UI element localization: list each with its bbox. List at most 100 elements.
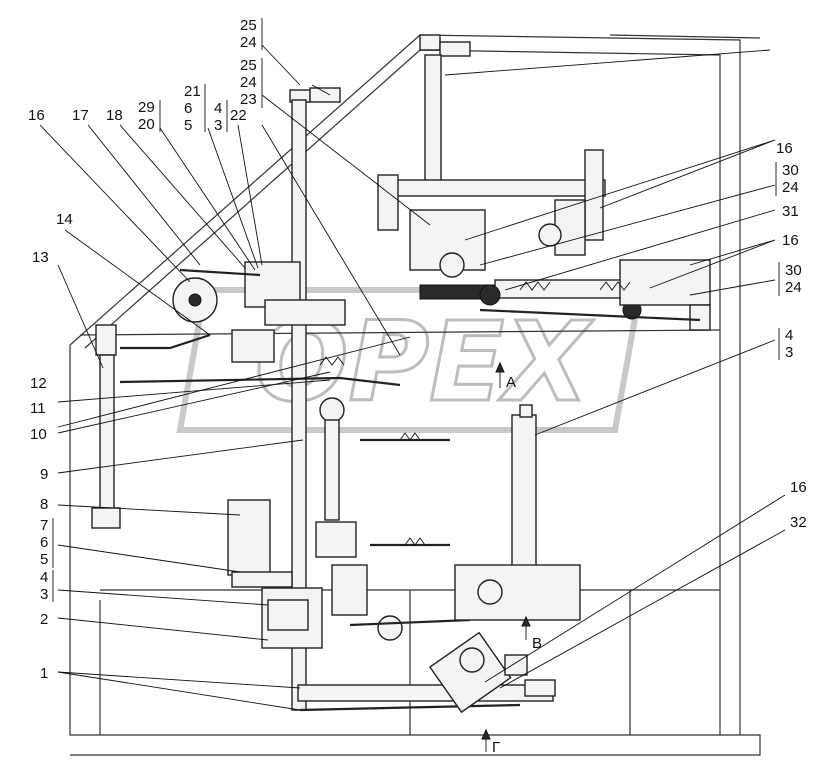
ball-knob-lower (377, 615, 403, 641)
left-beam-bracket (377, 174, 399, 231)
callout-5-upper: 5 (184, 117, 192, 134)
callout-12: 12 (30, 375, 47, 392)
rod-tail (339, 376, 401, 387)
leader-lines (39, 44, 786, 711)
callout-20: 20 (138, 116, 155, 133)
right-lower-mechanism (428, 404, 581, 714)
callout-6-upper: 6 (184, 100, 192, 117)
middle-column (315, 397, 450, 616)
lower-cross-beam (297, 684, 554, 702)
pedal-pad-lower (227, 499, 271, 576)
callouts: 1 2 4 3 7 6 5 8 9 10 11 12 13 14 16 17 1… (28, 17, 807, 682)
callout-24-mid: 24 (240, 74, 257, 91)
callout-9: 9 (40, 466, 48, 483)
callout-8: 8 (40, 496, 48, 513)
right-housing (454, 564, 581, 621)
callout-22: 22 (230, 107, 247, 124)
view-marker-a: A (506, 374, 516, 391)
spring-mid-3 (404, 537, 426, 546)
callout-18: 18 (106, 107, 123, 124)
callout-30-b: 30 (785, 262, 802, 279)
callout-31: 31 (782, 203, 799, 220)
spring-upper-2 (599, 281, 631, 291)
right-mount (689, 304, 711, 331)
left-upright (99, 354, 115, 516)
upper-cross-beam (379, 179, 606, 197)
ball-knob-tilted (459, 647, 485, 673)
right-shaft-cap (519, 404, 533, 418)
top-cap (419, 34, 441, 51)
callout-4: 4 (40, 569, 48, 586)
callout-32: 32 (790, 514, 807, 531)
callout-14: 14 (56, 211, 73, 228)
callout-3-upper: 3 (214, 117, 222, 134)
callout-4-right: 4 (785, 327, 793, 344)
callout-5: 5 (40, 551, 48, 568)
cabin-frame (69, 34, 761, 756)
ball-knob-upper (538, 223, 562, 247)
callout-16-right-low: 16 (790, 479, 807, 496)
callout-16-right-mid: 16 (782, 232, 799, 249)
callout-7: 7 (40, 517, 48, 534)
pivot-hub (188, 293, 202, 307)
callout-25-mid: 25 (240, 57, 257, 74)
view-marker-v: В (532, 635, 542, 652)
pedal-support (231, 571, 293, 588)
pedal-bracket-inner (267, 599, 309, 631)
callout-24-d: 24 (785, 279, 802, 296)
left-mechanism (91, 87, 401, 711)
link-rod-upper (479, 308, 701, 322)
middle-block (315, 521, 357, 558)
callout-23: 23 (240, 91, 257, 108)
callout-13: 13 (32, 249, 49, 266)
arrow-v-head (521, 615, 531, 627)
right-housing-hub (477, 579, 503, 605)
right-vertical-shaft (511, 414, 537, 576)
right-beam-bracket (584, 149, 604, 241)
callout-29: 29 (138, 99, 155, 116)
callout-30-a: 30 (782, 162, 799, 179)
callout-24-top: 24 (240, 34, 257, 51)
arrow-a-head (495, 361, 505, 373)
callout-2: 2 (40, 611, 48, 628)
spring-mid-2 (399, 432, 421, 441)
callout-11: 11 (30, 400, 46, 417)
callout-16-right-top: 16 (776, 140, 793, 157)
callout-17: 17 (72, 107, 89, 124)
upper-mechanism (377, 34, 711, 331)
callout-21: 21 (184, 83, 201, 100)
pedal-pad-upper (231, 329, 275, 363)
callout-16-left: 16 (28, 107, 45, 124)
callout-24-c: 24 (782, 179, 799, 196)
gear-hub (439, 252, 465, 278)
right-plate (554, 199, 586, 256)
nut-right (504, 654, 528, 676)
column-bracket-left (309, 87, 341, 103)
pedal-plate-upper (264, 299, 346, 326)
left-upright-top (95, 324, 117, 356)
rod-14 (120, 333, 211, 350)
view-marker-g: Г (492, 739, 500, 756)
callout-4-upper: 4 (214, 100, 222, 117)
end-bracket-right (524, 679, 556, 697)
callout-3: 3 (40, 586, 48, 603)
shaft-end-left (479, 284, 501, 306)
top-bracket (439, 41, 471, 57)
ball-knob-mid (319, 397, 345, 423)
lower-link-rod (299, 703, 521, 712)
right-lever-assembly (619, 259, 711, 306)
middle-lower-block (331, 564, 368, 616)
spring-upper (519, 281, 551, 291)
lever-arm (179, 268, 261, 277)
lower-pedal (227, 499, 554, 712)
callout-1: 1 (40, 665, 48, 682)
view-markers: A В Г (481, 361, 542, 756)
vertical-column-upper (424, 54, 442, 191)
callout-10: 10 (30, 426, 47, 443)
callout-25-top: 25 (240, 17, 257, 34)
left-upright-foot (91, 507, 121, 529)
rod-12 (119, 376, 341, 384)
spring-mid (319, 356, 345, 366)
middle-shaft (324, 419, 340, 521)
